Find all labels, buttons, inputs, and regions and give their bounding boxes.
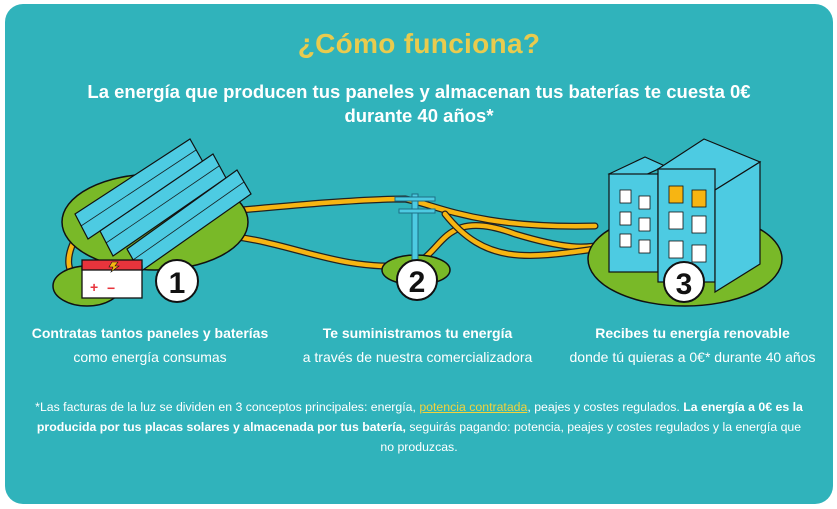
step-1: Contratas tantos paneles y baterías como… — [15, 324, 285, 366]
step-3-text: donde tú quieras a 0€* durante 40 años — [569, 349, 816, 365]
battery-icon: + − — [81, 259, 143, 299]
step-2: Te suministramos tu energía a través de … — [275, 324, 560, 366]
step-3-heading: Recibes tu energía renovable — [595, 325, 790, 341]
power-pole-icon: 2 — [381, 193, 451, 301]
section-subtitle: La energía que producen tus paneles y al… — [87, 81, 751, 126]
buildings-icon: 3 — [587, 138, 783, 307]
step-2-text: a través de nuestra comercializadora — [302, 349, 533, 365]
how-it-works-card: ¿Cómo funciona? La energía que producen … — [5, 4, 833, 504]
footnote: *Las facturas de la luz se dividen en 3 … — [35, 400, 803, 454]
svg-text:−: − — [107, 280, 115, 296]
section-title: ¿Cómo funciona? — [297, 28, 541, 59]
svg-text:+: + — [90, 279, 98, 295]
step-3: Recibes tu energía renovable donde tú qu… — [550, 324, 833, 366]
step-2-heading: Te suministramos tu energía — [322, 325, 513, 341]
step-1-heading: Contratas tantos paneles y baterías — [31, 325, 269, 341]
process-illustration: + − 1 2 — [52, 138, 783, 307]
svg-text:2: 2 — [409, 266, 426, 299]
potencia-contratada-link[interactable]: potencia contratada — [419, 400, 528, 414]
solar-panels-icon: + − 1 — [52, 138, 252, 307]
step-1-text: como energía consumas — [73, 349, 227, 365]
svg-text:3: 3 — [676, 268, 693, 301]
svg-text:1: 1 — [169, 267, 186, 300]
